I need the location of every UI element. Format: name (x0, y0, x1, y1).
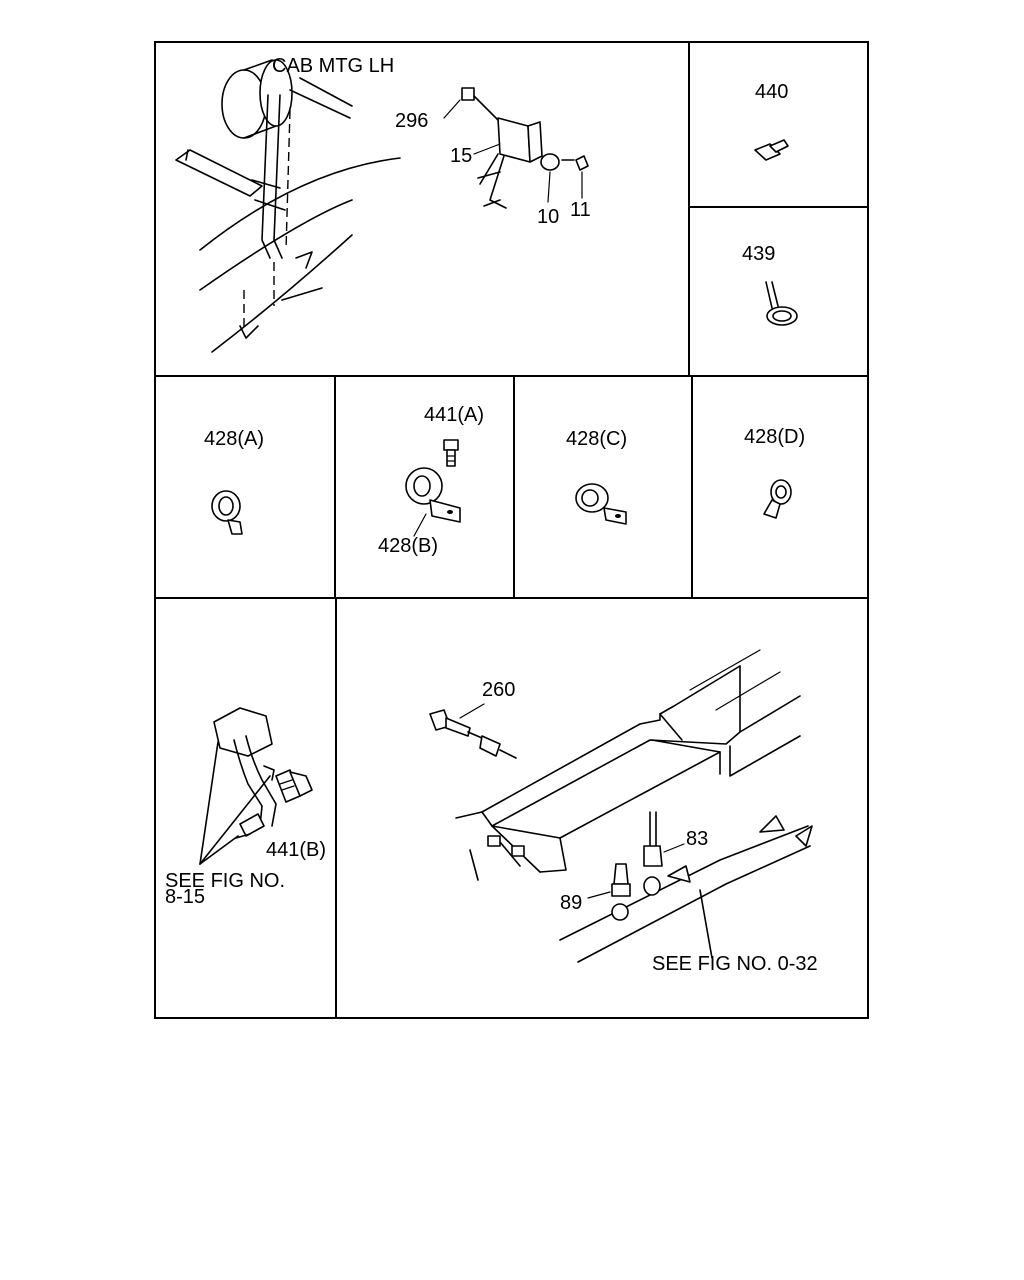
label-see-fig-0-32: SEE FIG NO. 0-32 (652, 953, 818, 975)
label-see-fig-8-15-line2: 8-15 (165, 886, 205, 908)
clamp-428b-icon (405, 467, 461, 523)
label-part-11: 11 (570, 199, 591, 221)
label-part-428b: 428(B) (378, 535, 438, 557)
label-part-260: 260 (482, 679, 515, 701)
label-part-296: 296 (395, 110, 428, 132)
sensor-260-icon (429, 709, 517, 759)
label-part-15: 15 (450, 145, 472, 167)
cab-mount-illustration (175, 59, 401, 353)
label-cab-mtg-lh: CAB MTG LH (272, 55, 394, 77)
sensor-89-icon (611, 863, 631, 921)
clamp-428a-icon (211, 490, 243, 535)
bolt-441a-icon (443, 439, 459, 467)
bolt-440-icon (754, 139, 789, 161)
panel-grid (154, 41, 869, 1019)
label-part-440: 440 (755, 81, 788, 103)
pipe-bracket-illustration (199, 707, 277, 865)
sensor-assembly (461, 87, 589, 209)
sensor-83-icon (643, 811, 663, 896)
label-see-fig-8-15-line1: SEE FIG NO. (165, 870, 285, 892)
clip-439-icon (765, 281, 798, 326)
clamp-428c-icon (575, 483, 627, 525)
label-part-428d: 428(D) (744, 426, 805, 448)
label-part-428a: 428(A) (204, 428, 264, 450)
label-part-83: 83 (686, 828, 708, 850)
clamp-428d-icon (763, 479, 792, 519)
label-part-10: 10 (537, 206, 559, 228)
bolt-441b-icon (275, 769, 313, 803)
label-part-441b: 441(B) (266, 839, 326, 861)
label-part-89: 89 (560, 892, 582, 914)
label-part-428c: 428(C) (566, 428, 627, 450)
label-part-439: 439 (742, 243, 775, 265)
label-part-441a: 441(A) (424, 404, 484, 426)
